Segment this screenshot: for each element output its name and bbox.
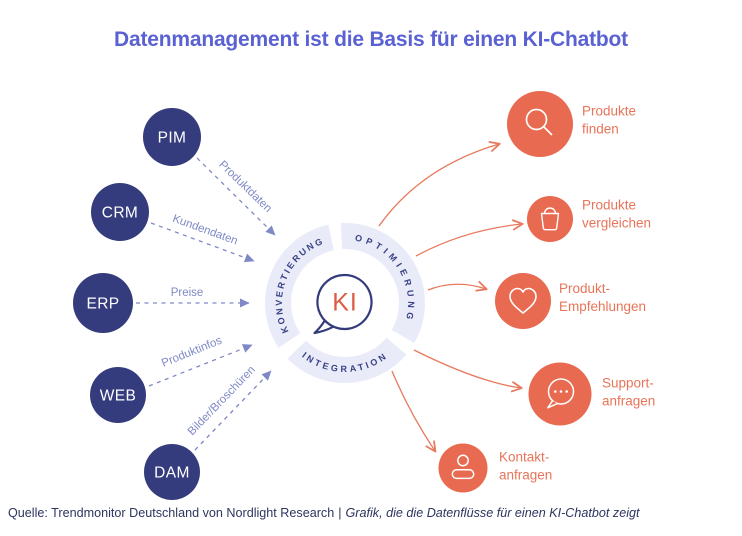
source-circle-pim bbox=[143, 108, 201, 166]
ki-speech-bubble bbox=[313, 273, 373, 335]
flow-label-produktdaten: Produktdaten bbox=[216, 159, 274, 215]
output-circles bbox=[438, 91, 592, 493]
output-label-finden-line1: Produkte bbox=[582, 104, 636, 119]
ring-segment-integration bbox=[287, 337, 407, 384]
output-arrow-empfehlungen bbox=[427, 284, 486, 290]
flow-label-kundendaten: Kundendaten bbox=[171, 213, 239, 248]
output-arrow-finden bbox=[378, 144, 499, 227]
output-circle-empfehlungen bbox=[495, 273, 551, 329]
output-arrow-kontakt bbox=[391, 370, 435, 451]
flow-label-preise: Preise bbox=[171, 287, 204, 299]
ki-label: KI bbox=[332, 289, 358, 317]
output-label-vergleichen-line2: vergleichen bbox=[582, 216, 651, 231]
heart-icon bbox=[509, 287, 537, 314]
source-label-erp: ERP bbox=[86, 296, 119, 313]
output-arrow-vergleichen bbox=[415, 224, 522, 257]
output-label-finden-line2: finden bbox=[582, 122, 619, 137]
flow-label-bilder-broschueren: Bilder/Broschüren bbox=[186, 364, 258, 438]
chat-icon bbox=[547, 378, 575, 409]
flow-arrow-crm bbox=[150, 222, 255, 263]
source-caption: Grafik, die die Datenflüsse für einen KI… bbox=[345, 506, 640, 520]
source-label-crm: CRM bbox=[102, 205, 139, 222]
source-circles: PIM CRM ERP WEB DAM bbox=[73, 108, 201, 500]
search-icon bbox=[525, 108, 553, 136]
person-icon bbox=[451, 454, 475, 480]
flow-arrow-pim bbox=[196, 157, 276, 236]
source-circle-dam bbox=[144, 444, 200, 500]
flow-label-produktinfos: Produktinfos bbox=[160, 335, 224, 370]
source-label-pim: PIM bbox=[158, 130, 187, 147]
output-label-support-line2: anfragen bbox=[602, 394, 655, 409]
source-separator: | bbox=[338, 506, 342, 520]
output-label-kontakt-line1: Kontakt- bbox=[499, 450, 549, 465]
source-label-dam: DAM bbox=[154, 465, 190, 482]
flow-arrow-dam bbox=[194, 370, 272, 451]
basket-icon bbox=[540, 207, 560, 231]
input-arrows bbox=[136, 157, 276, 451]
output-arrows bbox=[378, 144, 522, 451]
output-label-kontakt-line2: anfragen bbox=[499, 468, 552, 483]
page-title: Datenmanagement ist die Basis für einen … bbox=[114, 28, 628, 51]
output-circle-finden bbox=[507, 91, 573, 157]
output-label-support-line1: Support- bbox=[602, 376, 654, 391]
flow-arrow-web bbox=[148, 344, 253, 387]
ring-segment-optimierung bbox=[340, 223, 425, 343]
source-label-web: WEB bbox=[100, 388, 137, 405]
output-labels: Produkte finden Produkte vergleichen Pro… bbox=[499, 104, 655, 483]
ring-segment-konvertierung bbox=[265, 224, 335, 348]
source-circle-web bbox=[90, 367, 146, 423]
output-label-empfehlungen-line1: Produkt- bbox=[559, 281, 610, 296]
output-circle-vergleichen bbox=[527, 196, 573, 242]
output-label-empfehlungen-line2: Empfehlungen bbox=[559, 299, 646, 314]
source-circle-crm bbox=[91, 183, 149, 241]
output-circle-support bbox=[528, 362, 592, 426]
source-note: Quelle: Trendmonitor Deutschland von Nor… bbox=[8, 506, 640, 520]
source-circle-erp bbox=[73, 273, 133, 333]
output-circle-kontakt bbox=[438, 443, 488, 493]
output-label-vergleichen-line1: Produkte bbox=[582, 198, 636, 213]
output-arrow-support bbox=[413, 349, 521, 388]
source-text: Quelle: Trendmonitor Deutschland von Nor… bbox=[8, 506, 335, 520]
hub-ring bbox=[265, 223, 425, 384]
